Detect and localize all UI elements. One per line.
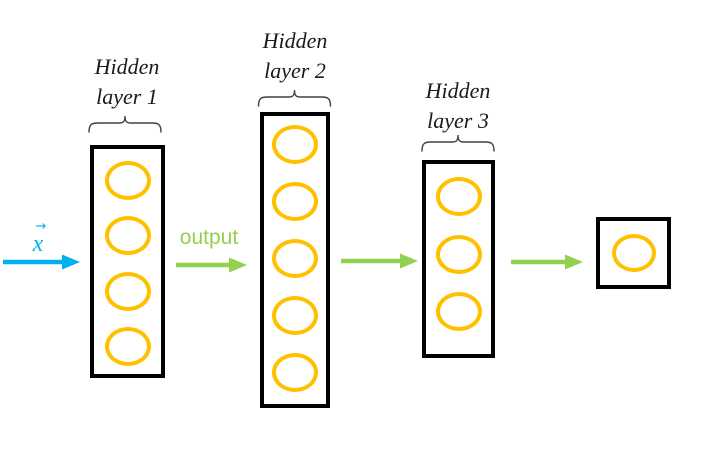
layer1-to-layer2-arrow (176, 257, 247, 273)
input-arrow (3, 254, 80, 270)
neuron-circle (104, 271, 151, 311)
hidden-layer-2-label-line2: layer 2 (264, 58, 326, 83)
layer2-to-layer3-arrow (341, 253, 418, 269)
neuron-circle (272, 296, 318, 335)
output-box (596, 217, 671, 289)
hidden-layer-3-brace-icon (421, 134, 495, 152)
hidden-layer-2-box (260, 112, 330, 408)
neuron-circle (435, 292, 482, 331)
neuron-circle (272, 239, 318, 278)
neuron-circle (104, 326, 151, 366)
neuron-circle (272, 125, 318, 164)
hidden-layer-3-label-line2: layer 3 (427, 108, 489, 133)
neuron-circle (435, 177, 482, 216)
hidden-layer-1-box (90, 145, 165, 378)
hidden-layer-1-label: Hidden layer 1 (47, 52, 207, 112)
neuron-circle (611, 234, 656, 272)
input-vector-label: → x (24, 219, 52, 257)
hidden-layer-2-label: Hidden layer 2 (215, 26, 375, 86)
input-vector-x: x (32, 231, 44, 257)
neuron-circle (272, 182, 318, 221)
hidden-layer-3-box (422, 160, 495, 358)
hidden-layer-3-label-line1: Hidden (425, 78, 491, 103)
output-arrow-label: output (179, 226, 239, 249)
neuron-circle (435, 234, 482, 274)
hidden-layer-1-label-line1: Hidden (94, 54, 160, 79)
neuron-circle (104, 216, 151, 256)
neuron-circle (272, 353, 318, 392)
hidden-layer-1-label-line2: layer 1 (96, 84, 158, 109)
layer3-to-output-arrow (511, 254, 583, 270)
hidden-layer-3-label: Hidden layer 3 (378, 76, 538, 136)
neuron-circle (104, 161, 151, 200)
hidden-layer-2-brace-icon (257, 89, 332, 107)
hidden-layer-2-label-line1: Hidden (262, 28, 328, 53)
hidden-layer-1-brace-icon (88, 115, 162, 133)
vector-arrow-icon: → (35, 219, 47, 234)
